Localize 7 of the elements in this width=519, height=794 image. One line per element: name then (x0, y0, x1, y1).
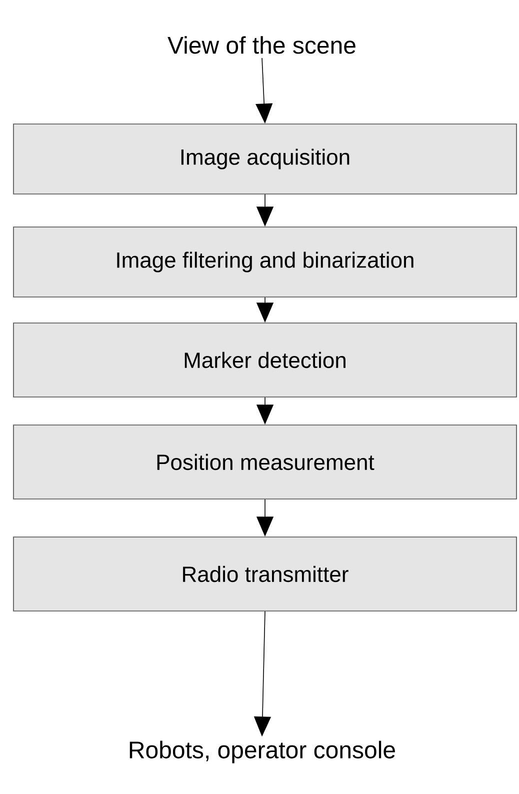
text-label: View of the scene (168, 36, 356, 54)
process-box: Image filtering and binarization (13, 226, 517, 298)
process-box: Radio transmitter (13, 536, 517, 612)
text-label: Robots, operator console (130, 740, 395, 764)
process-box: Position measurement (13, 424, 517, 500)
process-box: Marker detection (13, 322, 517, 398)
process-box: Image acquisition (13, 124, 517, 194)
